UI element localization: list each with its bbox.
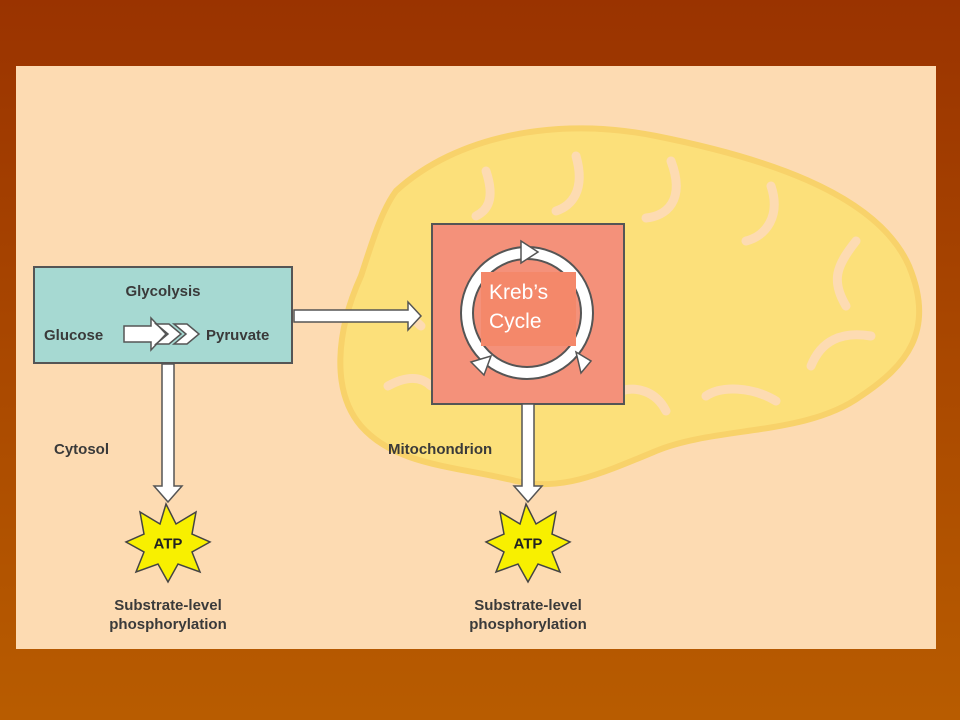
substrate-right-line-1: Substrate-level (474, 597, 582, 614)
atp-star-right (484, 501, 572, 584)
krebs-cycle-label: Kreb’s Cycle (481, 272, 576, 346)
slide: Glycolysis Glucose Pyruvate Kreb’s Cycle… (16, 66, 936, 649)
krebs-to-atp-arrow (512, 403, 544, 504)
atp-star-left (124, 501, 212, 584)
glycolysis-to-atp-arrow (152, 363, 184, 504)
glycolysis-arrows (123, 316, 201, 352)
mitochondrion-shape (337, 125, 923, 488)
atp-right-label: ATP (513, 535, 543, 553)
substrate-left-line-1: Substrate-level (114, 597, 222, 614)
glycolysis-title: Glycolysis (125, 283, 201, 300)
pyruvate-to-krebs-arrow (293, 300, 423, 332)
krebs-cycle-ring (460, 239, 594, 380)
krebs-line-1: Kreb’s (489, 281, 549, 304)
substrate-left-caption: Substrate-level phosphorylation (109, 596, 227, 634)
cytosol-label: Cytosol (54, 441, 110, 458)
substrate-right-line-2: phosphorylation (469, 616, 587, 633)
substrate-left-line-2: phosphorylation (109, 616, 227, 633)
glycolysis-box (33, 266, 293, 364)
atp-left-label: ATP (153, 535, 183, 553)
pyruvate-label: Pyruvate (206, 327, 270, 344)
substrate-right-caption: Substrate-level phosphorylation (469, 596, 587, 634)
glucose-label: Glucose (44, 327, 104, 344)
krebs-line-2: Cycle (489, 310, 542, 333)
diagram-canvas (33, 125, 923, 584)
mitochondrion-label: Mitochondrion (388, 441, 493, 458)
